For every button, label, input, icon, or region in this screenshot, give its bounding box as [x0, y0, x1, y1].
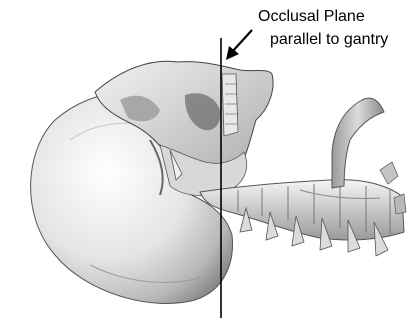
arrow-icon	[226, 30, 252, 60]
annotation-label-line1: Occlusal Plane	[258, 8, 365, 26]
annotation-label-line2: parallel to gantry	[270, 31, 388, 49]
airway-tube	[332, 98, 384, 188]
